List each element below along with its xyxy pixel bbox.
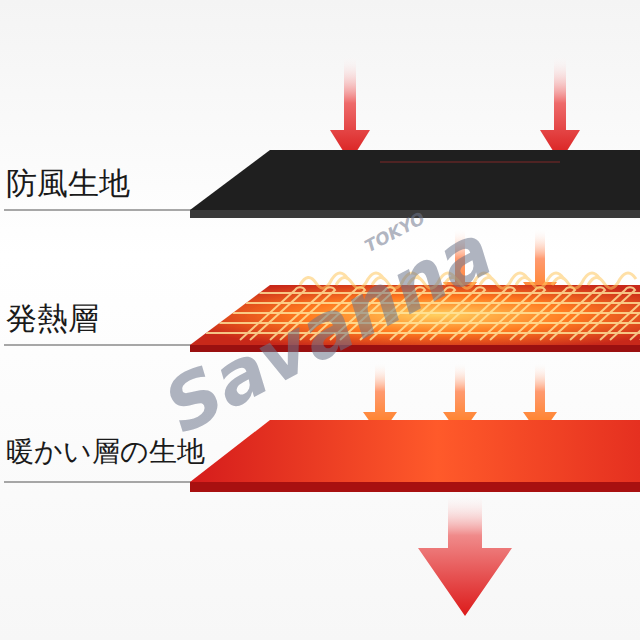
layer-label: 暖かい層の生地 xyxy=(6,437,205,468)
heating-wire xyxy=(540,287,605,340)
layer-label: 防風生地 xyxy=(6,166,130,200)
heating-wire xyxy=(630,287,640,340)
heating-wire xyxy=(570,287,635,340)
layer-label: 発熱層 xyxy=(6,301,99,335)
heating-wire xyxy=(600,287,640,340)
heat-wave xyxy=(588,273,636,288)
heating-wire xyxy=(510,287,575,340)
heating-wire xyxy=(480,287,545,340)
